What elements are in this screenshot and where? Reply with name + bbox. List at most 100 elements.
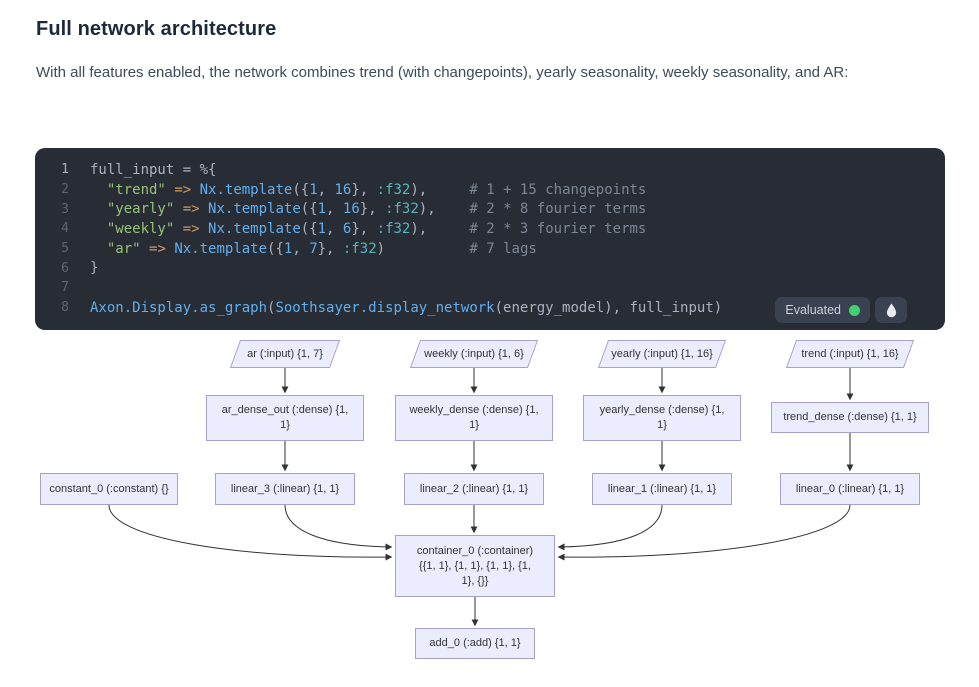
code-token: 1 [283, 240, 293, 257]
node-label: trend_dense (:dense) {1, 1} [783, 411, 917, 423]
code-token: :f32 [376, 181, 411, 198]
code-token: => [182, 201, 200, 218]
node-label: yearly (:input) {1, 16} [611, 347, 713, 360]
edge-linear_0-to-container_0 [557, 504, 851, 561]
evaluated-label: Evaluated [785, 303, 841, 317]
code-token [141, 241, 149, 257]
node-linear_0: linear_0 (:linear) {1, 1} [780, 473, 920, 505]
code-token [200, 221, 208, 237]
code-token: 6 [342, 220, 352, 237]
node-linear_2: linear_2 (:linear) {1, 1} [404, 473, 544, 505]
code-token: ), [418, 201, 436, 218]
code-token: Nx.template [208, 201, 301, 218]
code-token: 1 [309, 181, 318, 198]
code-token [174, 201, 182, 217]
node-constant_0: constant_0 (:constant) {} [40, 473, 178, 505]
code-token: ({ [267, 240, 284, 257]
code-cell[interactable]: 1 full_input = %{ 2 "trend" => Nx.template… [35, 148, 945, 330]
line-number: 7 [61, 280, 69, 296]
node-label: linear_3 (:linear) {1, 1} [230, 482, 340, 495]
code-token: ({ [300, 220, 318, 237]
code-lines: 1 full_input = %{ 2 "trend" => Nx.template… [35, 160, 945, 318]
code-token: ), [410, 181, 428, 198]
node-label: 1} [657, 419, 667, 431]
code-token: ({ [292, 181, 310, 198]
code-token: , [326, 201, 343, 218]
code-token: ( [267, 299, 276, 316]
node-ar-input: ar (:input) {1, 7} [229, 340, 341, 368]
code-line: 6} [35, 258, 945, 278]
code-token: :f32 [376, 220, 411, 237]
edge-constant_0-to-container_0 [108, 504, 393, 561]
code-token: , [292, 240, 310, 257]
node-trend_dense: trend_dense (:dense) {1, 1} [771, 402, 929, 433]
code-token [191, 182, 199, 198]
code-token: 7 [309, 240, 318, 257]
code-token: full_input = %{ [90, 161, 217, 178]
code-token [90, 241, 107, 257]
code-token: "weekly" [106, 220, 175, 237]
status-dot [849, 304, 860, 316]
code-token [90, 221, 107, 237]
code-token: 16 [334, 181, 352, 198]
code-token: }, [351, 181, 377, 198]
line-number: 6 [61, 260, 69, 276]
node-weekly-input: weekly (:input) {1, 6} [409, 340, 539, 368]
node-label: weekly_dense (:dense) {1, [409, 404, 539, 416]
node-linear_3: linear_3 (:linear) {1, 1} [215, 473, 355, 505]
line-number: 3 [61, 201, 69, 217]
evaluated-badge: Evaluated [775, 297, 870, 323]
code-token: Nx.template [174, 240, 268, 257]
code-line: 2 "trend" => Nx.template({1, 16}, :f32),… [35, 180, 945, 200]
node-weekly_dense: weekly_dense (:dense) {1,1} [395, 395, 553, 441]
code-token: (energy_model), full_input) [494, 299, 723, 316]
node-add_0: add_0 (:add) {1, 1} [415, 628, 535, 659]
node-ar_dense_out: ar_dense_out (:dense) {1, 1} [206, 395, 364, 441]
droplet-button[interactable] [875, 297, 907, 323]
code-token: Nx.template [208, 220, 301, 237]
line-number: 4 [61, 221, 69, 237]
code-line: 5 "ar" => Nx.template({1, 7}, :f32) # 7 … [35, 239, 945, 259]
code-token: "ar" [106, 240, 141, 257]
node-label: ar (:input) {1, 7} [247, 347, 323, 360]
edge-linear_3-to-container_0 [284, 504, 393, 551]
code-token: Nx.template [199, 181, 293, 198]
droplet-icon [886, 302, 896, 317]
code-token: }, [351, 220, 377, 237]
line-number: 8 [61, 300, 69, 316]
node-label: linear_2 (:linear) {1, 1} [419, 482, 529, 495]
node-label: 1} [280, 419, 290, 431]
node-container_0: container_0 (:container){{1, 1}, {1, 1},… [395, 535, 555, 597]
node-label: linear_0 (:linear) {1, 1} [795, 482, 905, 495]
node-linear_1: linear_1 (:linear) {1, 1} [592, 473, 732, 505]
node-label: ar_dense_out (:dense) {1, [221, 404, 349, 416]
code-token: ) [376, 240, 386, 257]
node-yearly_dense: yearly_dense (:dense) {1, 1} [583, 395, 741, 441]
line-number: 2 [61, 182, 69, 198]
node-label: trend (:input) {1, 16} [801, 347, 899, 360]
code-token: 16 [342, 201, 360, 218]
network-diagram: ar (:input) {1, 7} weekly (:input) {1, 6}… [0, 335, 979, 687]
code-token: Axon.Display.as_graph [90, 299, 268, 316]
code-token: ({ [300, 201, 318, 218]
code-token: "yearly" [106, 201, 175, 218]
code-token: , [317, 181, 335, 198]
code-token: , [326, 220, 343, 237]
code-token: }, [317, 240, 343, 257]
code-token: 1 [317, 201, 327, 218]
edges-svg [108, 367, 854, 627]
edge-linear_1-to-container_0 [557, 504, 663, 551]
code-token: # 7 lags [385, 240, 537, 257]
code-token: => [182, 220, 200, 237]
node-label: yearly_dense (:dense) {1, [599, 404, 725, 416]
code-token [174, 221, 182, 237]
code-token: # 1 + 15 changepoints [427, 181, 647, 198]
code-token: "trend" [106, 181, 166, 198]
code-line: 4 "weekly" => Nx.template({1, 6}, :f32),… [35, 219, 945, 239]
code-token: => [174, 181, 192, 198]
code-token: # 2 * 8 fourier terms [435, 201, 647, 218]
code-line: 7 [35, 278, 945, 298]
line-number: 5 [61, 241, 69, 257]
node-label: add_0 (:add) {1, 1} [429, 637, 521, 649]
node-label: weekly (:input) {1, 6} [424, 347, 524, 360]
